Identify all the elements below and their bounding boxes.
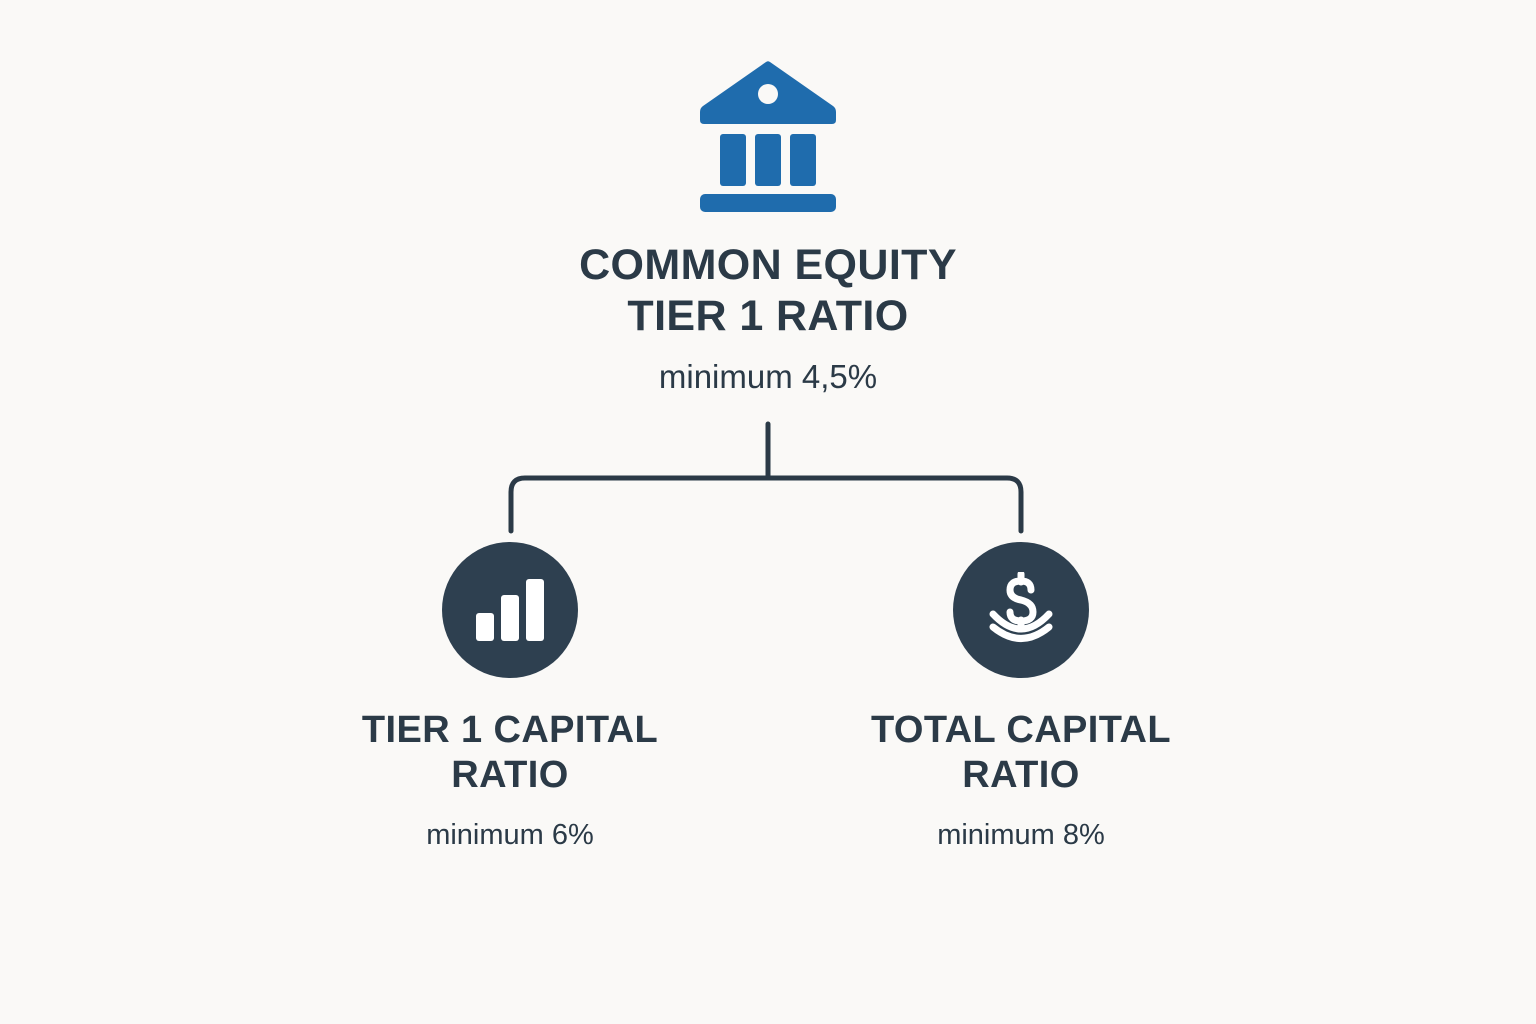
tier1-title-line1: TIER 1 CAPITAL <box>361 709 659 751</box>
node-common-equity-tier1: COMMON EQUITY TIER 1 RATIO minimum 4,5% <box>368 58 1168 397</box>
total-capital-subtitle: minimum 8% <box>937 818 1105 851</box>
node-tier1-capital-ratio: TIER 1 CAPITAL RATIO minimum 6% <box>260 542 760 852</box>
bar-chart-icon <box>476 579 544 641</box>
tier1-title-line2: RATIO <box>451 753 569 796</box>
bank-base-bar-icon <box>700 194 836 212</box>
node-total-capital-ratio: TOTAL CAPITAL RATIO minimum 8% <box>771 542 1271 852</box>
total-capital-title: TOTAL CAPITAL RATIO <box>771 708 1271 798</box>
total-capital-title-line1: TOTAL CAPITAL <box>870 709 1172 751</box>
total-capital-icon-circle <box>953 542 1089 678</box>
bank-building-icon <box>700 61 836 186</box>
dollar-coins-icon <box>989 572 1053 642</box>
root-title: COMMON EQUITY TIER 1 RATIO <box>368 240 1168 341</box>
root-subtitle: minimum 4,5% <box>658 358 878 396</box>
tier1-title: TIER 1 CAPITAL RATIO <box>260 708 760 798</box>
total-capital-title-line2: RATIO <box>962 753 1080 796</box>
root-title-line2: TIER 1 RATIO <box>627 291 909 340</box>
root-title-line1: COMMON EQUITY <box>579 241 957 289</box>
connector-bracket <box>508 475 1024 534</box>
tier1-icon-circle <box>442 542 578 678</box>
tier1-subtitle: minimum 6% <box>426 818 594 851</box>
